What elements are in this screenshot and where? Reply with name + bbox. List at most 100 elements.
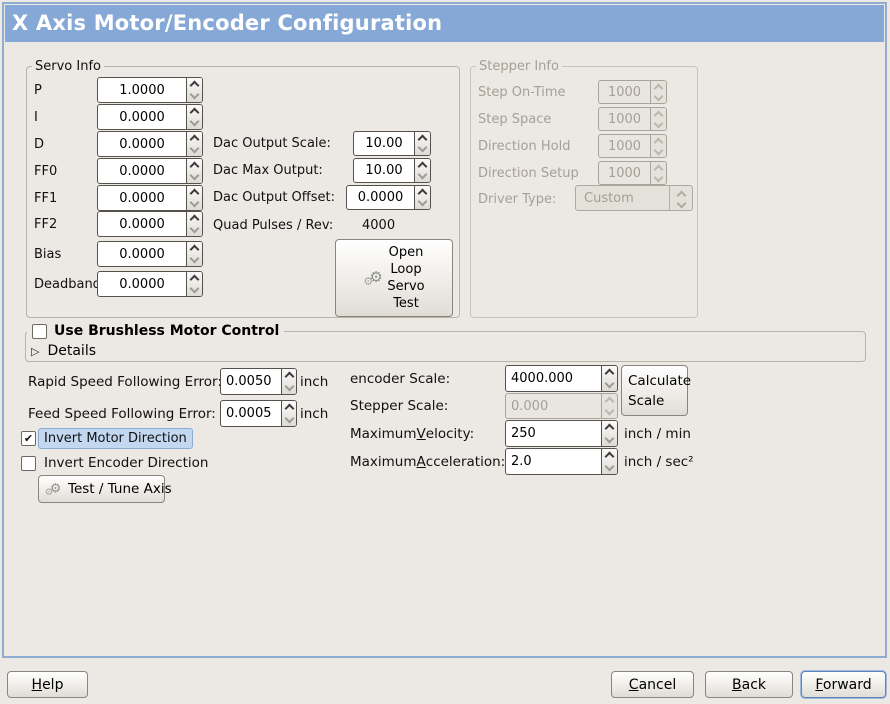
forward-button-label: Forward: [815, 677, 871, 693]
spin-up-icon[interactable]: [187, 186, 202, 199]
spin-down-icon: [651, 172, 666, 184]
invert-motor-checkbox[interactable]: ✔: [21, 431, 36, 446]
spin-down-icon[interactable]: [282, 381, 296, 395]
bias-value: 0.0000: [119, 246, 165, 262]
spin-buttons: [186, 272, 202, 296]
deadband-spinbox[interactable]: 0.0000: [97, 271, 203, 297]
spin-up-icon[interactable]: [187, 242, 202, 255]
spin-up-icon[interactable]: [602, 449, 617, 462]
spin-up-icon[interactable]: [282, 401, 296, 414]
spin-buttons: [601, 366, 617, 391]
use-brushless-checkbox[interactable]: [32, 323, 47, 339]
spin-down-icon[interactable]: [187, 253, 202, 266]
driver-type-value: Custom: [584, 190, 634, 206]
p-spinbox[interactable]: 1.0000: [97, 77, 203, 103]
spin-down-icon[interactable]: [187, 89, 202, 102]
open-loop-servo-test-button[interactable]: ⚙ ⚙ Open Loop Servo Test: [335, 239, 453, 317]
calculate-scale-line1: Calculate: [628, 372, 692, 389]
back-button[interactable]: Back: [705, 671, 793, 698]
details-label[interactable]: Details: [47, 343, 97, 359]
stepper-info-frame-label: Stepper Info: [476, 59, 562, 74]
servo-label-ff2: FF2: [34, 216, 58, 232]
spin-buttons: [601, 421, 617, 446]
rapid-following-error-spinbox[interactable]: 0.0050: [220, 368, 297, 395]
quad-pulses-value: 4000: [362, 217, 396, 233]
spin-up-icon[interactable]: [282, 369, 296, 382]
help-button[interactable]: Help: [7, 671, 88, 698]
maximum-velocity-value: 250: [511, 426, 536, 441]
stepper-scale-label: Stepper Scale:: [350, 398, 449, 414]
dac-max-output-spinbox[interactable]: 10.00: [353, 158, 431, 183]
use-brushless-label[interactable]: Use Brushless Motor Control: [54, 323, 280, 339]
feed-following-error-spinbox[interactable]: 0.0005: [220, 400, 297, 427]
details-expander[interactable]: ▷ Details: [31, 343, 96, 359]
spin-down-icon[interactable]: [602, 461, 617, 475]
spin-up-icon[interactable]: [602, 421, 617, 434]
label-mnemonic: H: [31, 676, 43, 693]
direction-hold-value: 1000: [607, 138, 642, 154]
spin-down-icon[interactable]: [187, 283, 202, 296]
label-text: elocity:: [425, 425, 475, 442]
encoder-scale-spinbox[interactable]: 4000.000: [505, 365, 618, 392]
spin-up-icon[interactable]: [602, 366, 617, 379]
spin-down-icon: [651, 118, 666, 130]
spin-up-icon[interactable]: [187, 78, 202, 91]
quad-pulses-label: Quad Pulses / Rev:: [213, 217, 334, 233]
spin-up-icon[interactable]: [187, 105, 202, 118]
step-space-value: 1000: [607, 111, 642, 127]
forward-button[interactable]: Forward: [801, 671, 886, 698]
spin-down-icon[interactable]: [187, 170, 202, 183]
expander-arrow-icon[interactable]: ▷: [31, 344, 40, 358]
brushless-frame: [25, 331, 866, 362]
servo-label-deadband: Deadband: [34, 276, 101, 292]
spin-up-icon[interactable]: [187, 212, 202, 225]
calculate-scale-button[interactable]: Calculate Scale: [621, 365, 692, 416]
cancel-button[interactable]: Cancel: [611, 671, 694, 698]
label-text: ack: [741, 676, 766, 693]
open-loop-line: Servo: [387, 279, 425, 294]
dac-output-scale-spinbox[interactable]: 10.00: [353, 131, 431, 156]
spin-up-icon[interactable]: [187, 132, 202, 145]
spin-up-icon[interactable]: [187, 272, 202, 285]
spin-down-icon[interactable]: [187, 223, 202, 236]
spin-buttons: [650, 135, 666, 157]
bias-spinbox[interactable]: 0.0000: [97, 241, 203, 267]
spin-down-icon: [651, 145, 666, 157]
ff1-spinbox[interactable]: 0.0000: [97, 185, 203, 211]
spin-down-icon[interactable]: [415, 196, 430, 210]
ff0-spinbox[interactable]: 0.0000: [97, 158, 203, 184]
i-spinbox[interactable]: 0.0000: [97, 104, 203, 130]
spin-down-icon[interactable]: [602, 433, 617, 447]
ff0-value: 0.0000: [119, 163, 165, 179]
test-tune-axis-label: Test / Tune Axis: [68, 481, 172, 497]
maximum-velocity-spinbox[interactable]: 250: [505, 420, 618, 447]
page-title: X Axis Motor/Encoder Configuration: [12, 11, 443, 35]
spin-down-icon[interactable]: [415, 142, 430, 156]
open-loop-line: Test: [393, 296, 419, 311]
ff2-spinbox[interactable]: 0.0000: [97, 211, 203, 237]
spin-down-icon[interactable]: [187, 143, 202, 156]
servo-info-frame-label: Servo Info: [32, 59, 104, 74]
spin-down-icon[interactable]: [187, 116, 202, 129]
dac-output-offset-spinbox[interactable]: 0.0000: [346, 185, 431, 210]
spin-down-icon[interactable]: [187, 197, 202, 210]
invert-motor-label[interactable]: Invert Motor Direction: [38, 428, 193, 449]
gears-icon: ⚙ ⚙: [45, 479, 65, 499]
ff1-value: 0.0000: [119, 190, 165, 206]
invert-encoder-checkbox[interactable]: [21, 456, 36, 471]
test-tune-axis-button[interactable]: ⚙ ⚙ Test / Tune Axis: [38, 475, 172, 503]
spin-buttons: [186, 242, 202, 266]
spin-up-icon[interactable]: [187, 159, 202, 172]
dac-output-scale-label: Dac Output Scale:: [213, 136, 331, 151]
spin-down-icon[interactable]: [415, 169, 430, 183]
check-icon: ✔: [23, 432, 34, 445]
maximum-acceleration-spinbox[interactable]: 2.0: [505, 448, 618, 475]
spin-down-icon[interactable]: [282, 413, 296, 427]
step-space-spinbox: 1000: [598, 107, 667, 131]
spin-down-icon[interactable]: [602, 378, 617, 392]
invert-encoder-label[interactable]: Invert Encoder Direction: [44, 455, 209, 471]
direction-setup-spinbox: 1000: [598, 161, 667, 185]
spin-buttons: [186, 186, 202, 210]
d-spinbox[interactable]: 0.0000: [97, 131, 203, 157]
